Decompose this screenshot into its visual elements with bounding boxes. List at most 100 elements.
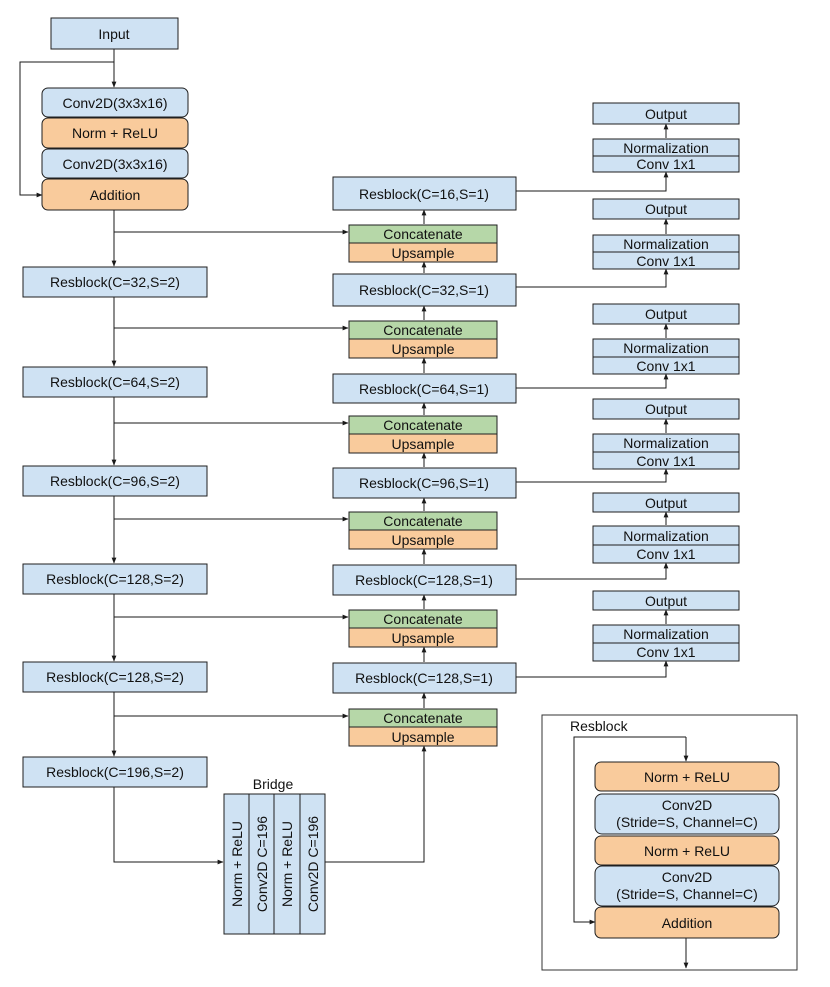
edge-stem-skip bbox=[19, 61, 114, 198]
bridge-col-2: Norm + ReLU bbox=[279, 821, 295, 907]
encoder-block-label: Resblock(C=196,S=2) bbox=[46, 764, 184, 780]
concatenate-label: Concatenate bbox=[383, 417, 463, 433]
edge-out-4 bbox=[516, 562, 669, 580]
normalization-label: Normalization bbox=[623, 340, 709, 356]
legend-norm-label: Norm + ReLU bbox=[644, 843, 730, 859]
edge-out-3 bbox=[516, 468, 669, 483]
conv1x1-label: Conv 1x1 bbox=[636, 453, 695, 469]
bridge: Bridge Norm + ReLU Conv2D C=196 Norm + R… bbox=[223, 776, 326, 935]
concat-upsample-0: Concatenate Upsample bbox=[348, 224, 498, 263]
legend-conv-params: (Stride=S, Channel=C) bbox=[616, 886, 758, 902]
conv1x1-label: Conv 1x1 bbox=[636, 644, 695, 660]
encoder-block-4: Resblock(C=128,S=2) bbox=[22, 661, 208, 693]
output-head-4: Output Normalization Conv 1x1 bbox=[592, 492, 740, 564]
output-label: Output bbox=[645, 106, 687, 122]
decoder-block-label: Resblock(C=96,S=1) bbox=[359, 475, 489, 491]
stem-block: Conv2D(3x3x16) Norm + ReLU Conv2D(3x3x16… bbox=[41, 87, 189, 211]
encoder-block-3: Resblock(C=128,S=2) bbox=[22, 563, 208, 595]
bridge-col-1: Conv2D C=196 bbox=[254, 816, 270, 912]
output-label: Output bbox=[645, 201, 687, 217]
concatenate-label: Concatenate bbox=[383, 710, 463, 726]
edges bbox=[19, 49, 689, 969]
legend-conv-title: Conv2D bbox=[662, 869, 713, 885]
decoder-block-0: Resblock(C=16,S=1) bbox=[332, 176, 517, 211]
upsample-label: Upsample bbox=[391, 532, 454, 548]
output-head-1: Output Normalization Conv 1x1 bbox=[592, 198, 740, 270]
concatenate-label: Concatenate bbox=[383, 611, 463, 627]
output-label: Output bbox=[645, 306, 687, 322]
upsample-label: Upsample bbox=[391, 729, 454, 745]
legend-conv-title: Conv2D bbox=[662, 797, 713, 813]
decoder-block-label: Resblock(C=32,S=1) bbox=[359, 282, 489, 298]
output-head-2: Output Normalization Conv 1x1 bbox=[592, 303, 740, 375]
decoder-block-4: Resblock(C=128,S=1) bbox=[332, 564, 517, 596]
stem-conv1-label: Conv2D(3x3x16) bbox=[62, 95, 167, 111]
concat-upsample-1: Concatenate Upsample bbox=[348, 320, 498, 359]
output-head-3: Output Normalization Conv 1x1 bbox=[592, 398, 740, 470]
legend-title: Resblock bbox=[570, 718, 629, 734]
concatenate-label: Concatenate bbox=[383, 226, 463, 242]
edge-out-1 bbox=[516, 268, 669, 288]
output-head-5: Output Normalization Conv 1x1 bbox=[592, 590, 740, 662]
decoder-block-label: Resblock(C=128,S=1) bbox=[355, 572, 493, 588]
output-label: Output bbox=[645, 401, 687, 417]
output-label: Output bbox=[645, 495, 687, 511]
resblock-legend: Resblock Norm + ReLU Conv2D (Stride=S, C… bbox=[541, 714, 798, 971]
conv1x1-label: Conv 1x1 bbox=[636, 358, 695, 374]
encoder-block-label: Resblock(C=64,S=2) bbox=[50, 374, 180, 390]
concat-upsample-4: Concatenate Upsample bbox=[348, 609, 498, 648]
encoder-block-label: Resblock(C=96,S=2) bbox=[50, 473, 180, 489]
decoder-block-1: Resblock(C=32,S=1) bbox=[332, 273, 517, 307]
conv1x1-label: Conv 1x1 bbox=[636, 546, 695, 562]
stem-addition-label: Addition bbox=[90, 187, 141, 203]
upsample-label: Upsample bbox=[391, 630, 454, 646]
legend-addition-label: Addition bbox=[662, 915, 713, 931]
upsample-label: Upsample bbox=[391, 436, 454, 452]
edge-out-5 bbox=[516, 660, 669, 678]
stem-conv2-label: Conv2D(3x3x16) bbox=[62, 156, 167, 172]
normalization-label: Normalization bbox=[623, 626, 709, 642]
concat-upsample-2: Concatenate Upsample bbox=[348, 415, 498, 454]
bridge-col-3: Conv2D C=196 bbox=[305, 816, 321, 912]
encoder-block-5: Resblock(C=196,S=2) bbox=[22, 756, 208, 788]
concatenate-label: Concatenate bbox=[383, 513, 463, 529]
decoder-block-label: Resblock(C=64,S=1) bbox=[359, 381, 489, 397]
edge-bridge-dec bbox=[325, 745, 427, 863]
legend-norm-label: Norm + ReLU bbox=[644, 769, 730, 785]
concat-upsample-3: Concatenate Upsample bbox=[348, 511, 498, 550]
stem-norm-label: Norm + ReLU bbox=[72, 125, 158, 141]
bridge-col-0: Norm + ReLU bbox=[229, 821, 245, 907]
encoder-block-2: Resblock(C=96,S=2) bbox=[22, 465, 208, 497]
output-label: Output bbox=[645, 593, 687, 609]
encoder-block-1: Resblock(C=64,S=2) bbox=[22, 366, 208, 398]
concat-upsample-5: Concatenate Upsample bbox=[348, 708, 498, 747]
edge-enc-bridge bbox=[113, 787, 224, 865]
edge-legend-skip bbox=[573, 736, 686, 925]
normalization-label: Normalization bbox=[623, 236, 709, 252]
upsample-label: Upsample bbox=[391, 245, 454, 261]
edge-out-0 bbox=[516, 171, 669, 192]
bridge-title: Bridge bbox=[253, 776, 294, 792]
encoder-block-label: Resblock(C=128,S=2) bbox=[46, 571, 184, 587]
upsample-label: Upsample bbox=[391, 341, 454, 357]
input-label: Input bbox=[98, 26, 129, 42]
input-node: Input bbox=[50, 17, 179, 50]
decoder-block-5: Resblock(C=128,S=1) bbox=[332, 662, 517, 694]
normalization-label: Normalization bbox=[623, 140, 709, 156]
concatenate-label: Concatenate bbox=[383, 322, 463, 338]
decoder-block-2: Resblock(C=64,S=1) bbox=[332, 373, 517, 404]
conv1x1-label: Conv 1x1 bbox=[636, 253, 695, 269]
normalization-label: Normalization bbox=[623, 528, 709, 544]
edge-out-2 bbox=[516, 373, 669, 389]
encoder-block-0: Resblock(C=32,S=2) bbox=[22, 266, 208, 298]
decoder-block-3: Resblock(C=96,S=1) bbox=[332, 467, 517, 499]
output-head-0: Output Normalization Conv 1x1 bbox=[592, 102, 740, 173]
decoder-block-label: Resblock(C=128,S=1) bbox=[355, 670, 493, 686]
encoder-block-label: Resblock(C=32,S=2) bbox=[50, 274, 180, 290]
conv1x1-label: Conv 1x1 bbox=[636, 156, 695, 172]
encoder-block-label: Resblock(C=128,S=2) bbox=[46, 669, 184, 685]
legend-conv-params: (Stride=S, Channel=C) bbox=[616, 814, 758, 830]
normalization-label: Normalization bbox=[623, 435, 709, 451]
decoder-block-label: Resblock(C=16,S=1) bbox=[359, 186, 489, 202]
